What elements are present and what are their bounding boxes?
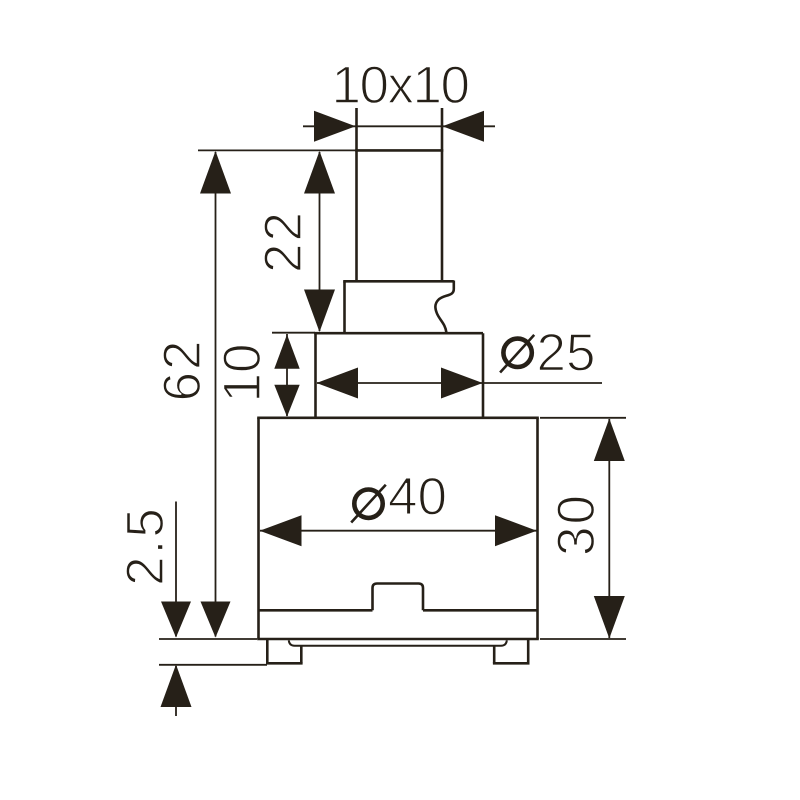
svg-text:40: 40 bbox=[388, 468, 447, 527]
svg-text:2.5: 2.5 bbox=[116, 506, 175, 586]
svg-text:25: 25 bbox=[537, 324, 596, 383]
svg-text:10: 10 bbox=[213, 344, 272, 403]
svg-text:22: 22 bbox=[254, 210, 313, 273]
svg-text:30: 30 bbox=[547, 493, 606, 556]
svg-text:10x10: 10x10 bbox=[332, 56, 469, 115]
svg-text:62: 62 bbox=[153, 339, 212, 402]
